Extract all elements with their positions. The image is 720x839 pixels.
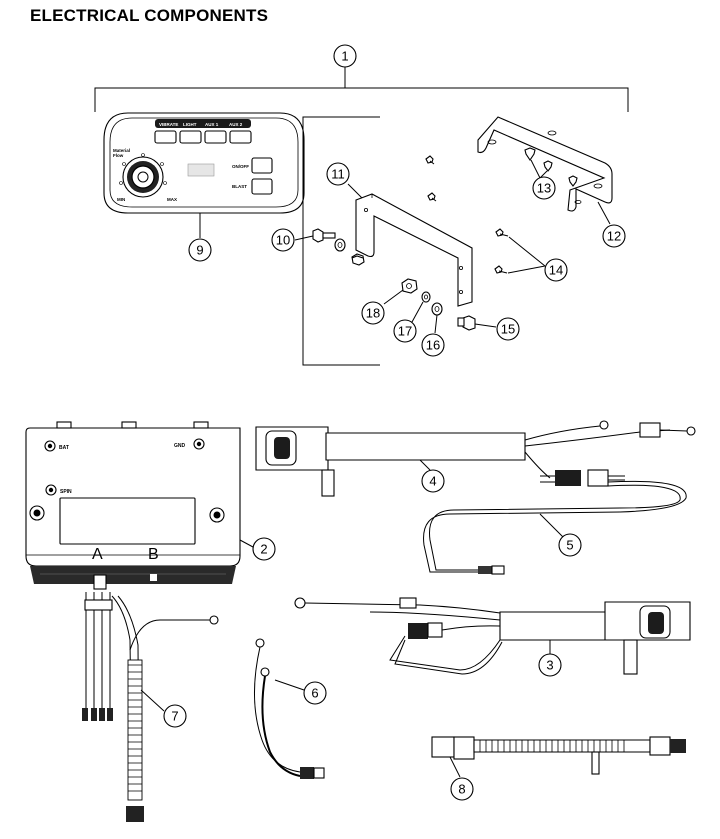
harness-6 <box>254 638 325 779</box>
control-module: BAT GND SPIN A B <box>25 421 254 584</box>
callout-9: 9 <box>188 238 212 262</box>
knob-label: Flow <box>113 153 124 158</box>
svg-text:10: 10 <box>276 233 290 248</box>
callout-15: 15 <box>496 317 520 341</box>
callout-10: 10 <box>271 228 295 252</box>
callout-17: 17 <box>393 319 417 343</box>
svg-text:11: 11 <box>331 167 345 182</box>
controller-button-label: AUX 2 <box>229 122 243 127</box>
blast-label: BLAST <box>232 184 247 189</box>
callout-16: 16 <box>421 333 445 357</box>
svg-text:15: 15 <box>501 322 515 337</box>
callout-1: 1 <box>333 44 357 68</box>
callout-14: 14 <box>544 258 568 282</box>
controller-unit: VIBRATE LIGHT AUX 1 AUX 2 Material Flow … <box>103 112 305 238</box>
callout-18: 18 <box>361 301 385 325</box>
svg-text:4: 4 <box>429 474 436 489</box>
svg-text:1: 1 <box>341 49 348 64</box>
mounting-bracket-12 <box>477 116 613 225</box>
controller-button-label: VIBRATE <box>159 122 178 127</box>
svg-text:9: 9 <box>196 243 203 258</box>
controller-button-label: LIGHT <box>183 122 197 127</box>
bat-terminal-label: BAT <box>59 445 69 451</box>
gnd-terminal-label: GND <box>174 443 186 449</box>
harness-4 <box>255 420 696 497</box>
mounting-hardware <box>294 147 578 334</box>
svg-text:2: 2 <box>260 542 267 557</box>
callout-11: 11 <box>326 162 350 186</box>
svg-text:12: 12 <box>607 229 621 244</box>
aux2-button <box>229 130 252 144</box>
callout-5: 5 <box>558 533 582 557</box>
channel-b-label: B <box>148 546 159 563</box>
knob-label: Material <box>113 148 130 153</box>
onoff-label: ON/OFF <box>232 164 249 169</box>
callout-7: 7 <box>163 704 187 728</box>
harness-8 <box>431 736 686 778</box>
callout-13: 13 <box>532 176 556 200</box>
light-button <box>179 130 202 144</box>
harness-5 <box>423 480 687 575</box>
controller-display <box>187 163 215 177</box>
svg-text:5: 5 <box>566 538 573 553</box>
svg-text:6: 6 <box>311 686 318 701</box>
svg-text:3: 3 <box>546 658 553 673</box>
callout-2: 2 <box>252 537 276 561</box>
onoff-button <box>251 157 273 174</box>
harness-3 <box>294 597 691 675</box>
callout-6: 6 <box>303 681 327 705</box>
mounting-bracket-11 <box>347 183 473 307</box>
aux1-button <box>204 130 227 144</box>
callout-8: 8 <box>450 777 474 801</box>
page-title: ELECTRICAL COMPONENTS <box>30 6 269 25</box>
callout-3: 3 <box>538 653 562 677</box>
callout-12: 12 <box>602 224 626 248</box>
blast-button <box>251 178 273 195</box>
controller-button-label: AUX 1 <box>205 122 219 127</box>
svg-text:13: 13 <box>537 181 551 196</box>
svg-text:16: 16 <box>426 338 440 353</box>
min-label: MIN <box>117 197 125 202</box>
channel-a-label: A <box>92 546 103 563</box>
vibrate-button <box>154 130 177 144</box>
harness-7 <box>82 574 219 822</box>
spin-terminal-label: SPIN <box>60 489 72 495</box>
callout-4: 4 <box>421 469 445 493</box>
group-bracket <box>94 67 629 112</box>
svg-text:14: 14 <box>549 263 563 278</box>
svg-text:17: 17 <box>398 324 412 339</box>
svg-text:7: 7 <box>171 709 178 724</box>
svg-text:18: 18 <box>366 306 380 321</box>
svg-text:8: 8 <box>458 782 465 797</box>
max-label: MAX <box>167 197 177 202</box>
